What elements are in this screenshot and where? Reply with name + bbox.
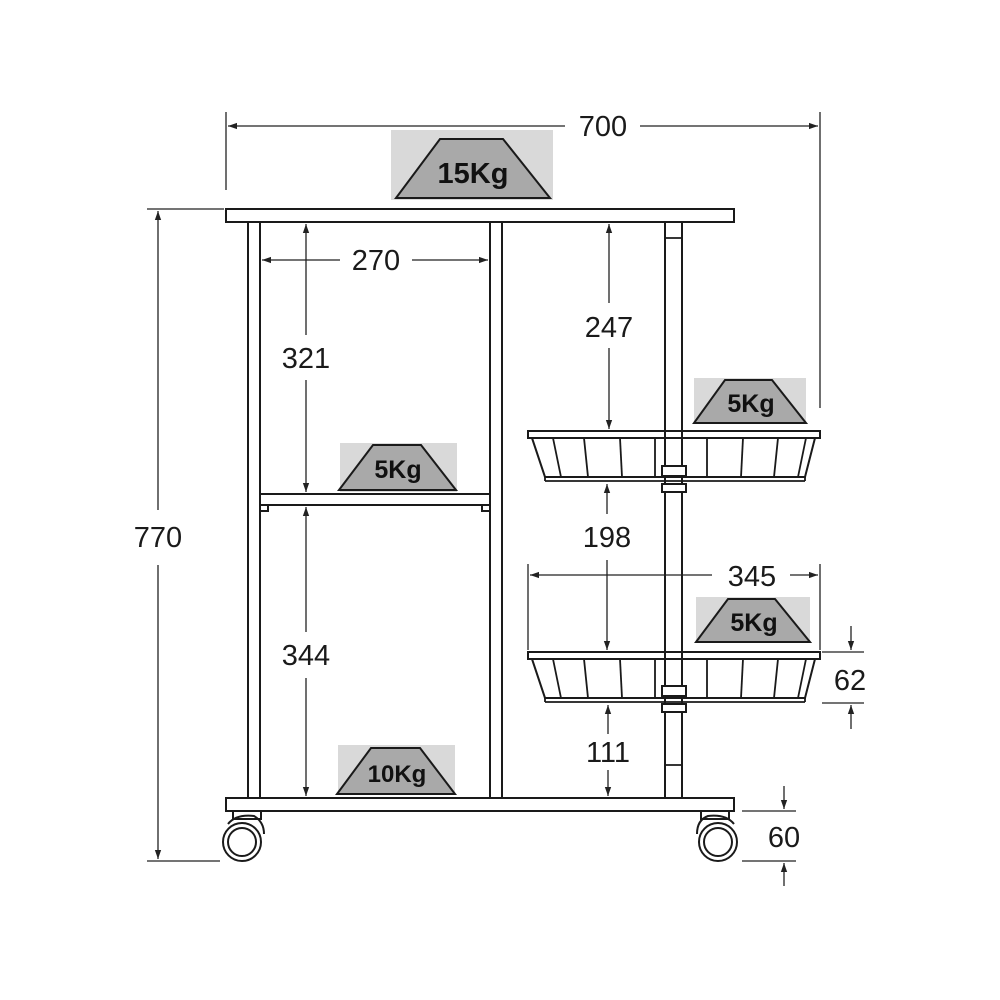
load-label-lower-basket: 5Kg: [730, 609, 777, 637]
dimension-bottom-clearance: 111: [586, 705, 630, 796]
load-badge-top-shelf: 15Kg: [391, 130, 553, 200]
dimension-basket-width: 345: [527, 561, 821, 650]
load-label-bottom-shelf: 10Kg: [368, 761, 427, 788]
dimension-basket-spacing: 198: [583, 484, 631, 650]
dimension-total-height: 770: [134, 208, 224, 862]
lower-basket: [527, 651, 821, 713]
load-label-middle-shelf: 5Kg: [374, 456, 421, 484]
dimension-total-width: 700: [225, 111, 821, 408]
dim-label-total-width: 700: [579, 111, 627, 143]
dim-label-top-to-basket: 247: [585, 312, 633, 344]
upper-basket-collar: [661, 483, 687, 493]
trolley-frame: [225, 208, 735, 812]
dim-label-lower-compartment: 344: [282, 640, 330, 672]
bottom-shelf: [225, 797, 735, 812]
dim-label-wheel-height: 60: [768, 822, 800, 854]
dim-label-total-height: 770: [134, 522, 182, 554]
dimension-wheel-height: 60: [742, 786, 800, 886]
dimension-upper-compartment: 321: [282, 224, 330, 492]
right-pole: [664, 221, 683, 799]
upper-basket-clamp: [661, 465, 687, 477]
load-badge-upper-basket: 5Kg: [692, 378, 809, 424]
left-caster: [222, 810, 265, 862]
dim-label-inner-width: 270: [352, 245, 400, 277]
lower-basket-collar: [661, 703, 687, 713]
top-shelf: [225, 208, 735, 223]
left-post: [247, 221, 261, 799]
upper-basket: [527, 430, 821, 493]
dimension-inner-width: 270: [262, 245, 488, 277]
middle-shelf: [259, 493, 491, 506]
dimension-basket-height: 62: [822, 626, 866, 729]
dimension-lower-compartment: 344: [282, 507, 330, 796]
middle-shelf-bracket-right: [481, 504, 491, 512]
dim-label-upper-compartment: 321: [282, 343, 330, 375]
load-badge-lower-basket: 5Kg: [694, 597, 813, 643]
dimension-top-to-basket: 247: [585, 224, 633, 429]
dim-label-basket-width: 345: [728, 561, 776, 593]
middle-post: [489, 221, 503, 799]
middle-shelf-bracket-left: [259, 504, 269, 512]
load-label-upper-basket: 5Kg: [727, 390, 774, 418]
load-label-top-shelf: 15Kg: [438, 158, 509, 190]
dim-label-bottom-clearance: 111: [586, 737, 630, 769]
lower-basket-clamp: [661, 685, 687, 697]
dim-label-basket-spacing: 198: [583, 522, 631, 554]
right-caster: [696, 810, 738, 862]
dim-label-basket-height: 62: [834, 665, 866, 697]
load-badge-middle-shelf: 5Kg: [336, 443, 459, 492]
load-badge-bottom-shelf: 10Kg: [335, 745, 458, 795]
